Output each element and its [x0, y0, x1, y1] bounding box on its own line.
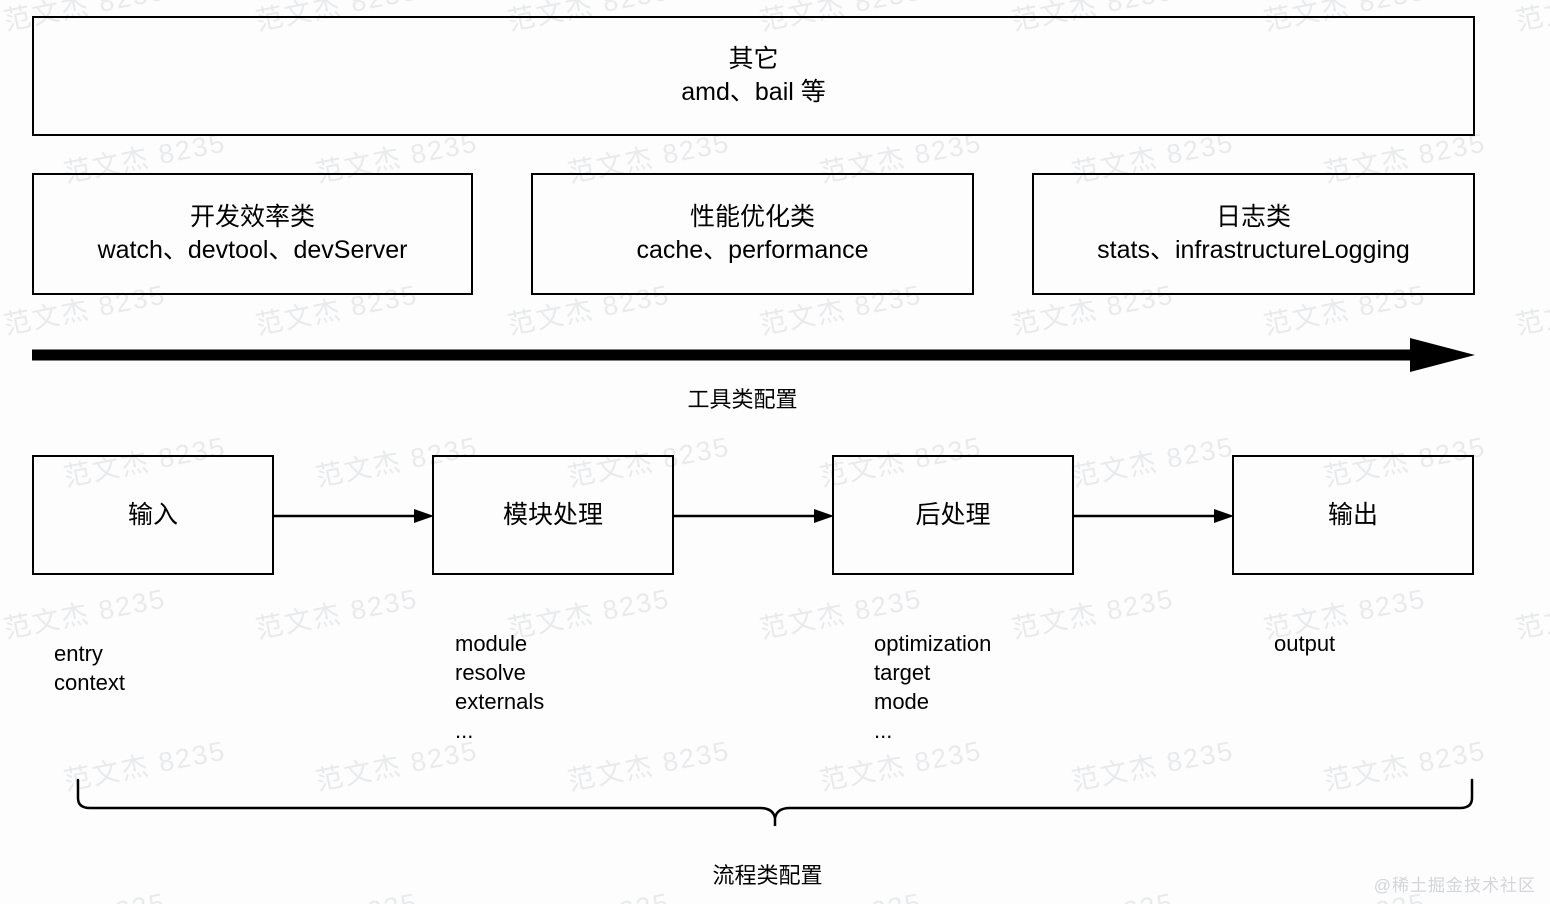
config-item: resolve — [455, 660, 526, 685]
config-list-input: entry context — [54, 639, 125, 697]
flow-connector-arrow-icon-1 — [274, 509, 434, 523]
category-box-items: stats、infrastructureLogging — [1097, 236, 1410, 264]
config-item: module — [455, 631, 528, 656]
flow-stage-title: 模块处理 — [502, 500, 603, 529]
watermark-text: 范文杰 8235 — [1513, 583, 1550, 645]
watermark-text: 范文杰 8235 — [1069, 431, 1237, 493]
flow-stage-module-processing: 模块处理 — [432, 455, 674, 575]
tool-config-arrow-label-text: 工具类配置 — [687, 387, 798, 412]
watermark-text: 范文杰 8235 — [1009, 583, 1177, 645]
footer-credit: @稀土掘金技术社区 — [1373, 876, 1536, 895]
tool-config-arrow-icon — [32, 338, 1475, 372]
config-list-post-processing: optimization target mode ... — [874, 629, 991, 745]
tool-config-arrow-label: 工具类配置 — [0, 382, 1550, 414]
watermark-text: 范文杰 8235 — [253, 583, 421, 645]
config-item: optimization — [874, 631, 992, 656]
category-box-title: 日志类 — [1215, 203, 1291, 231]
flow-stage-title: 输出 — [1327, 500, 1378, 529]
other-box-title: 其它 — [728, 45, 779, 73]
flow-connector-arrow-icon-2 — [674, 509, 834, 523]
config-item: ... — [874, 718, 893, 743]
watermark-text: 范文杰 8235 — [1513, 279, 1550, 341]
config-list-module-processing: module resolve externals ... — [455, 629, 544, 745]
config-item: context — [54, 670, 125, 695]
flow-stage-title: 后处理 — [915, 500, 991, 529]
other-box-items: amd、bail 等 — [681, 78, 826, 106]
category-box-performance: 性能优化类 cache、performance — [531, 173, 974, 295]
flow-config-brace-label-text: 流程类配置 — [712, 863, 823, 888]
config-item: target — [874, 660, 931, 685]
flow-stage-title: 输入 — [127, 500, 178, 529]
flow-connector-arrow-icon-3 — [1074, 509, 1234, 523]
config-item: output — [1274, 631, 1336, 656]
flow-stage-post-processing: 后处理 — [832, 455, 1074, 575]
category-box-logging: 日志类 stats、infrastructureLogging — [1032, 173, 1475, 295]
flow-config-brace-label: 流程类配置 — [0, 858, 1550, 890]
flow-stage-output: 输出 — [1232, 455, 1474, 575]
category-box-items: cache、performance — [636, 236, 869, 264]
flow-config-brace-icon — [76, 778, 1474, 826]
watermark-text: 范文杰 8235 — [1, 583, 169, 645]
config-item: mode — [874, 689, 930, 714]
config-item: externals — [455, 689, 545, 714]
other-category-box: 其它 amd、bail 等 — [32, 16, 1475, 136]
watermark-text: 范文杰 8235 — [1513, 0, 1550, 37]
category-box-dev-efficiency: 开发效率类 watch、devtool、devServer — [32, 173, 473, 295]
config-list-output: output — [1274, 629, 1335, 658]
category-box-title: 性能优化类 — [689, 203, 815, 231]
config-item: ... — [455, 718, 474, 743]
config-item: entry — [54, 641, 103, 666]
category-box-items: watch、devtool、devServer — [97, 236, 408, 264]
flow-stage-input: 输入 — [32, 455, 274, 575]
category-box-title: 开发效率类 — [189, 203, 315, 231]
